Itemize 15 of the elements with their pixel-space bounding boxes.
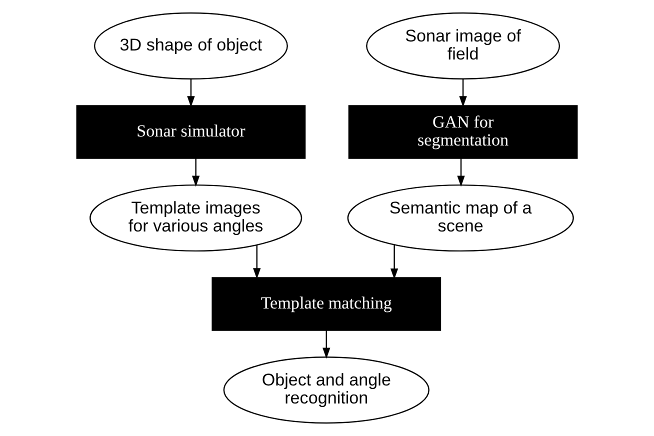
arrow [459, 78, 467, 108]
node-box: Sonar simulator [76, 105, 306, 159]
node-box: Template matching [212, 277, 442, 331]
arrow [457, 158, 465, 187]
arrow [253, 245, 261, 280]
arrow [192, 158, 200, 187]
node-ellipse: Sonar image of field [366, 12, 560, 80]
node-ellipse: Template images for various angles [90, 184, 302, 252]
arrow [390, 244, 398, 280]
node-box: GAN for segmentation [348, 105, 578, 159]
node-ellipse: Semantic map of a scene [347, 184, 574, 252]
arrow [322, 330, 330, 359]
arrow [187, 78, 195, 108]
node-ellipse: Object and angle recognition [223, 356, 430, 424]
node-ellipse: 3D shape of object [94, 12, 288, 80]
